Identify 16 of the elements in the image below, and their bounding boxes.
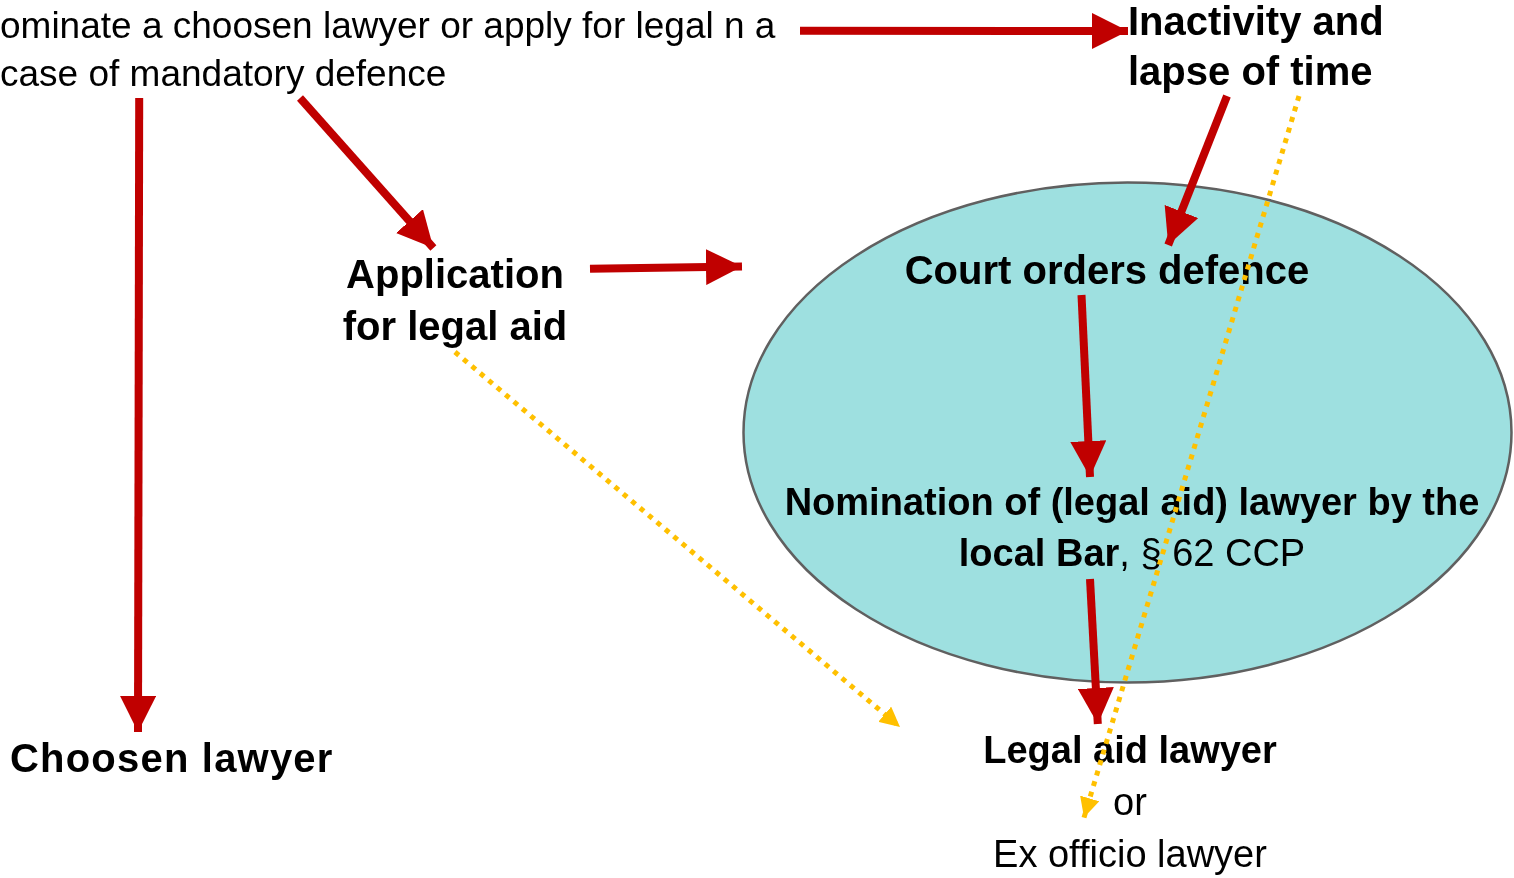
arrow: [589, 249, 743, 286]
arrow: [1164, 94, 1231, 247]
node-label: Nomination of (legal aid) lawyer by the local Bar, § 62 CCP: [783, 480, 1481, 576]
node-label: Choosen lawyer: [10, 735, 335, 782]
arrow: [453, 350, 902, 730]
arrow: [297, 95, 437, 251]
node-label: or: [1112, 780, 1148, 825]
node-label: Inactivity and lapse of time: [1128, 0, 1385, 95]
arrow: [1077, 578, 1114, 725]
node-label: Application for legal aid: [341, 251, 569, 350]
instruction-text: ominate a choosen lawyer or apply for legal n a case of mandatory defence: [0, 4, 777, 96]
node-label: Court orders defence: [903, 247, 1311, 294]
arrow: [1070, 294, 1107, 478]
node-label: Legal aid lawyer: [982, 728, 1278, 773]
node-label: Ex officio lawyer: [992, 832, 1268, 877]
arrow: [1080, 95, 1302, 819]
